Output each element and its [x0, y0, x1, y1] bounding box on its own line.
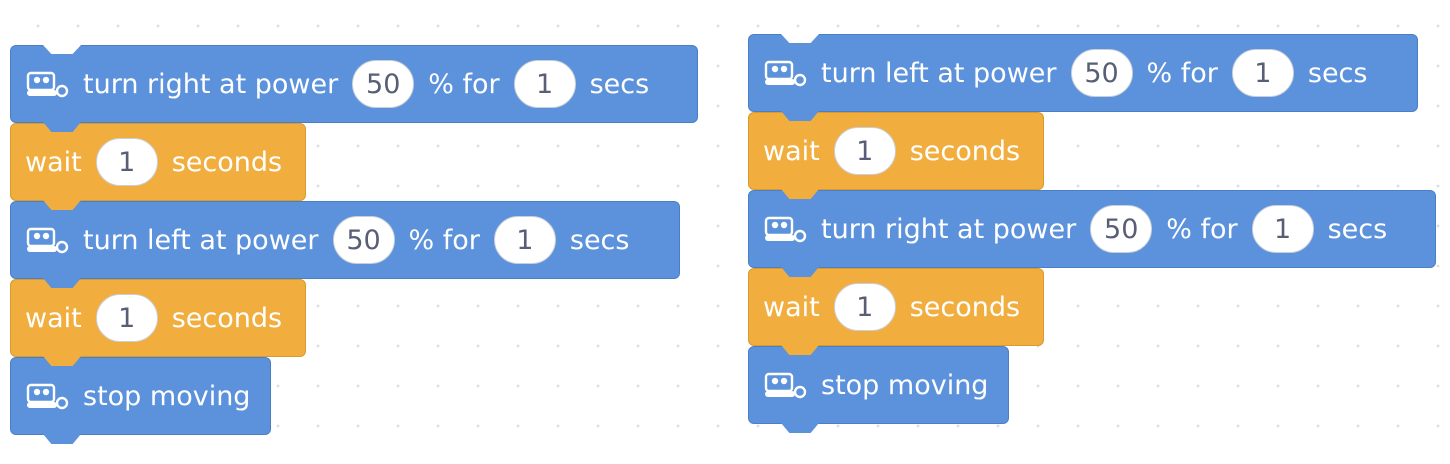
wait-block[interactable]: wait 1 seconds [748, 268, 1044, 355]
block-label: seconds [171, 302, 283, 334]
block-label: % for [1146, 57, 1218, 89]
seconds-input[interactable]: 1 [1231, 49, 1294, 97]
turn-left-block[interactable]: turn left at power 50 % for 1 secs [748, 34, 1418, 121]
seconds-input[interactable]: 1 [493, 216, 556, 264]
block-label: turn left at power [821, 57, 1057, 89]
power-input[interactable]: 50 [332, 216, 395, 264]
turn-right-block[interactable]: turn right at power 50 % for 1 secs [748, 190, 1436, 277]
robot-car-icon [26, 383, 69, 410]
block-tab [781, 267, 819, 277]
wait-block[interactable]: wait 1 seconds [10, 279, 306, 366]
block-label: % for [1166, 213, 1238, 245]
turn-left-block[interactable]: turn left at power 50 % for 1 secs [10, 201, 680, 288]
power-input[interactable]: 50 [352, 60, 415, 108]
block-label: stop moving [821, 369, 989, 401]
block-label: seconds [171, 146, 283, 178]
block-tab [43, 200, 81, 210]
block-label: wait [25, 302, 82, 334]
block-label: turn right at power [83, 68, 339, 100]
block-label: % for [428, 68, 500, 100]
robot-car-icon [764, 372, 807, 399]
stop-moving-block[interactable]: stop moving [10, 357, 271, 444]
robot-car-icon [764, 60, 807, 87]
power-input[interactable]: 50 [1090, 205, 1153, 253]
seconds-input[interactable]: 1 [513, 60, 576, 108]
block-tab [43, 434, 81, 444]
wait-block[interactable]: wait 1 seconds [748, 112, 1044, 199]
block-label: seconds [909, 291, 1021, 323]
block-tab [781, 423, 819, 433]
block-tab [43, 278, 81, 288]
robot-car-icon [26, 227, 69, 254]
block-label: % for [408, 224, 480, 256]
wait-seconds-input[interactable]: 1 [833, 283, 896, 331]
wait-block[interactable]: wait 1 seconds [10, 123, 306, 210]
block-tab [43, 356, 81, 366]
block-notch [781, 34, 819, 43]
turn-right-block[interactable]: turn right at power 50 % for 1 secs [10, 45, 698, 132]
block-tab [781, 345, 819, 355]
block-label: secs [1307, 57, 1368, 89]
block-label: stop moving [83, 380, 251, 412]
block-label: secs [1327, 213, 1388, 245]
power-input[interactable]: 50 [1070, 49, 1133, 97]
wait-seconds-input[interactable]: 1 [833, 127, 896, 175]
wait-seconds-input[interactable]: 1 [95, 138, 158, 186]
block-label: secs [589, 68, 650, 100]
robot-car-icon [764, 216, 807, 243]
block-tab [781, 111, 819, 121]
block-label: seconds [909, 135, 1021, 167]
block-label: turn left at power [83, 224, 319, 256]
seconds-input[interactable]: 1 [1251, 205, 1314, 253]
left-block-stack: turn right at power 50 % for 1 secs wait… [10, 45, 698, 444]
block-notch [43, 45, 81, 54]
block-label: wait [763, 135, 820, 167]
block-label: turn right at power [821, 213, 1077, 245]
block-tab [43, 122, 81, 132]
block-tab [781, 189, 819, 199]
block-label: wait [763, 291, 820, 323]
block-label: secs [569, 224, 630, 256]
stop-moving-block[interactable]: stop moving [748, 346, 1009, 433]
right-block-stack: turn left at power 50 % for 1 secs wait … [748, 34, 1436, 433]
block-label: wait [25, 146, 82, 178]
robot-car-icon [26, 71, 69, 98]
wait-seconds-input[interactable]: 1 [95, 294, 158, 342]
